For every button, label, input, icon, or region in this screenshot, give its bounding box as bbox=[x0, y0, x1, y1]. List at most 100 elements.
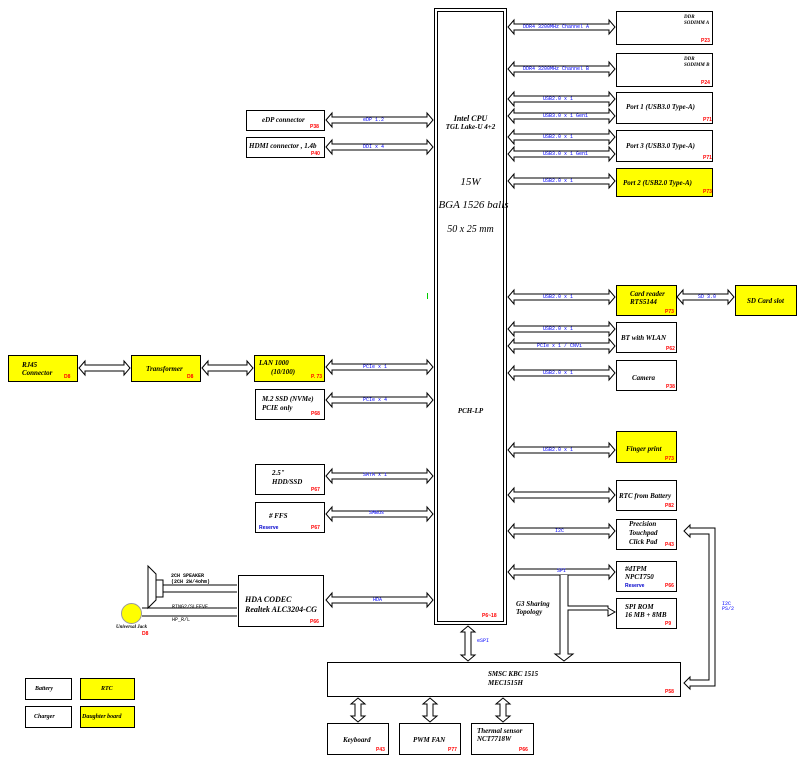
legend-daughter bbox=[80, 706, 135, 728]
arrow-port1-usb3 bbox=[507, 107, 616, 125]
port1-label: Port 1 (USB3.0 Type-A) bbox=[626, 103, 695, 111]
dtpm-block bbox=[616, 561, 677, 592]
dtpm-line2: NPCT750 bbox=[625, 573, 654, 581]
rj45-block bbox=[8, 355, 78, 382]
edp-bus: eDP 1.2 bbox=[363, 117, 385, 123]
jack-signal-1: RING2/SLEEVE bbox=[172, 604, 209, 610]
m2-ssd-line2: PCIE only bbox=[262, 404, 293, 412]
dtpm-line1: #dTPM bbox=[625, 565, 647, 573]
arrow-thermal bbox=[494, 697, 512, 723]
hdmi-page: P40 bbox=[311, 151, 320, 157]
camera-bus: USB2.0 x 1 bbox=[543, 370, 574, 376]
port2-block bbox=[616, 168, 713, 197]
sodimm-a-line1: DDR bbox=[684, 15, 695, 20]
rtc-battery-page: P82 bbox=[665, 503, 674, 509]
dtpm-page: P66 bbox=[665, 583, 674, 589]
arrow-espi bbox=[459, 625, 477, 662]
jack-label: Universal Jack bbox=[116, 625, 147, 630]
legend-battery-label: Battery bbox=[35, 686, 53, 692]
m2-ssd-bus: PCIe x 4 bbox=[363, 397, 388, 403]
fingerprint-page: P73 bbox=[665, 456, 674, 462]
bt-wlan-label: BT with WLAN bbox=[621, 334, 666, 342]
thermal-line1: Thermal sensor bbox=[477, 727, 523, 735]
ffs-label: # FFS bbox=[269, 512, 288, 520]
speaker-magnet bbox=[155, 579, 164, 598]
ec-line2: MEC1515H bbox=[488, 679, 524, 687]
codec-line2: Realtek ALC3204-CG bbox=[245, 605, 317, 614]
pwm-fan-page: P77 bbox=[448, 747, 457, 753]
port3-page: P71 bbox=[703, 155, 712, 161]
arrow-bt-pcie bbox=[507, 337, 616, 355]
port3-bus2: USB3.0 x 1 Gen1 bbox=[543, 151, 589, 157]
green-marker bbox=[427, 293, 428, 299]
edp-label: eDP connector bbox=[262, 116, 305, 124]
arrow-fan bbox=[421, 697, 439, 723]
g3-line1: G3 Sharing bbox=[516, 600, 550, 608]
edp-page: P38 bbox=[310, 124, 319, 130]
hdd-line2: HDD/SSD bbox=[272, 478, 303, 486]
port2-page: P73 bbox=[703, 189, 712, 195]
legend-battery bbox=[25, 678, 72, 700]
spi-bus: SPI bbox=[557, 568, 567, 574]
touchpad-line2: Touchpad bbox=[629, 529, 658, 537]
lan-page: P. 73 bbox=[311, 374, 323, 380]
bt-wlan-bus1: USB2.0 x 1 bbox=[543, 326, 574, 332]
cpu-name: Intel CPU bbox=[453, 114, 488, 123]
transformer-block bbox=[131, 355, 201, 382]
keyboard-block bbox=[327, 723, 389, 755]
sodimm-a-page: P23 bbox=[701, 38, 710, 44]
port1-block bbox=[616, 92, 713, 124]
hdd-page: P67 bbox=[311, 487, 320, 493]
camera-label: Camera bbox=[632, 374, 655, 382]
arrow-rj45-transformer bbox=[78, 359, 131, 377]
card-reader-line2: RTS5144 bbox=[630, 298, 657, 306]
speaker-line2: (2CH 2W/4ohm) bbox=[171, 579, 211, 585]
codec-bus: HDA bbox=[373, 597, 383, 603]
arrow-fingerprint bbox=[507, 441, 616, 459]
m2-ssd-page: P68 bbox=[311, 411, 320, 417]
hdmi-label: HDMI connector , 1.4b bbox=[249, 142, 317, 150]
spi-rom-page: P9 bbox=[665, 621, 672, 627]
arrow-rtc bbox=[507, 486, 616, 504]
ec-page: P58 bbox=[665, 689, 674, 695]
arrow-i2c-ps2-loop bbox=[683, 523, 716, 691]
lan-block bbox=[254, 355, 325, 382]
ffs-page: P67 bbox=[311, 525, 320, 531]
port3-bus1: USB2.0 x 1 bbox=[543, 134, 574, 140]
arrow-port1-usb2 bbox=[507, 90, 616, 108]
bt-wlan-block bbox=[616, 322, 677, 353]
sodimm-a-block bbox=[616, 11, 713, 45]
cpu-block-inner bbox=[437, 11, 504, 622]
arrow-spi-trunk bbox=[553, 575, 617, 662]
arrow-port2 bbox=[507, 172, 616, 190]
lan-bus: PCIe x 1 bbox=[363, 364, 388, 370]
codec-page: P66 bbox=[310, 619, 319, 625]
sodimm-b-block bbox=[616, 53, 713, 87]
g3-line2: Topology bbox=[516, 608, 543, 616]
ffs-block bbox=[255, 502, 325, 533]
ec-block bbox=[327, 662, 681, 697]
ffs-reserve: Reserve bbox=[259, 525, 279, 531]
arrow-smbus bbox=[325, 505, 434, 523]
transformer-page: D8 bbox=[187, 374, 194, 380]
touchpad-block bbox=[616, 519, 677, 550]
dtpm-reserve: Reserve bbox=[625, 583, 645, 589]
sd-card-bus: SD 3.0 bbox=[698, 294, 717, 300]
port1-bus1: USB2.0 x 1 bbox=[543, 96, 574, 102]
jack-page: D8 bbox=[142, 631, 149, 637]
touchpad-line3: Click Pad bbox=[629, 538, 658, 546]
espi-bus: eSPI bbox=[477, 638, 490, 644]
hdd-block bbox=[255, 464, 325, 495]
sodimm-b-line1: DDR bbox=[684, 57, 695, 62]
sodimm-a-bus: DDR4 3200MHz Channel A bbox=[523, 24, 590, 30]
lan-line2: (10/100) bbox=[271, 368, 296, 376]
arrow-port3-usb2 bbox=[507, 128, 616, 146]
m2-ssd-line1: M.2 SSD (NVMe) bbox=[262, 395, 314, 403]
arrow-keyboard bbox=[349, 697, 367, 723]
thermal-sensor-block bbox=[471, 723, 534, 755]
speaker-line1: 2CH SPEAKER bbox=[171, 573, 205, 579]
arrow-ddr-b bbox=[507, 60, 616, 78]
sodimm-a-line2: SODIMM A bbox=[684, 21, 710, 26]
legend-rtc-label: RTC bbox=[101, 686, 113, 692]
arrow-m2-pcie bbox=[325, 391, 434, 409]
